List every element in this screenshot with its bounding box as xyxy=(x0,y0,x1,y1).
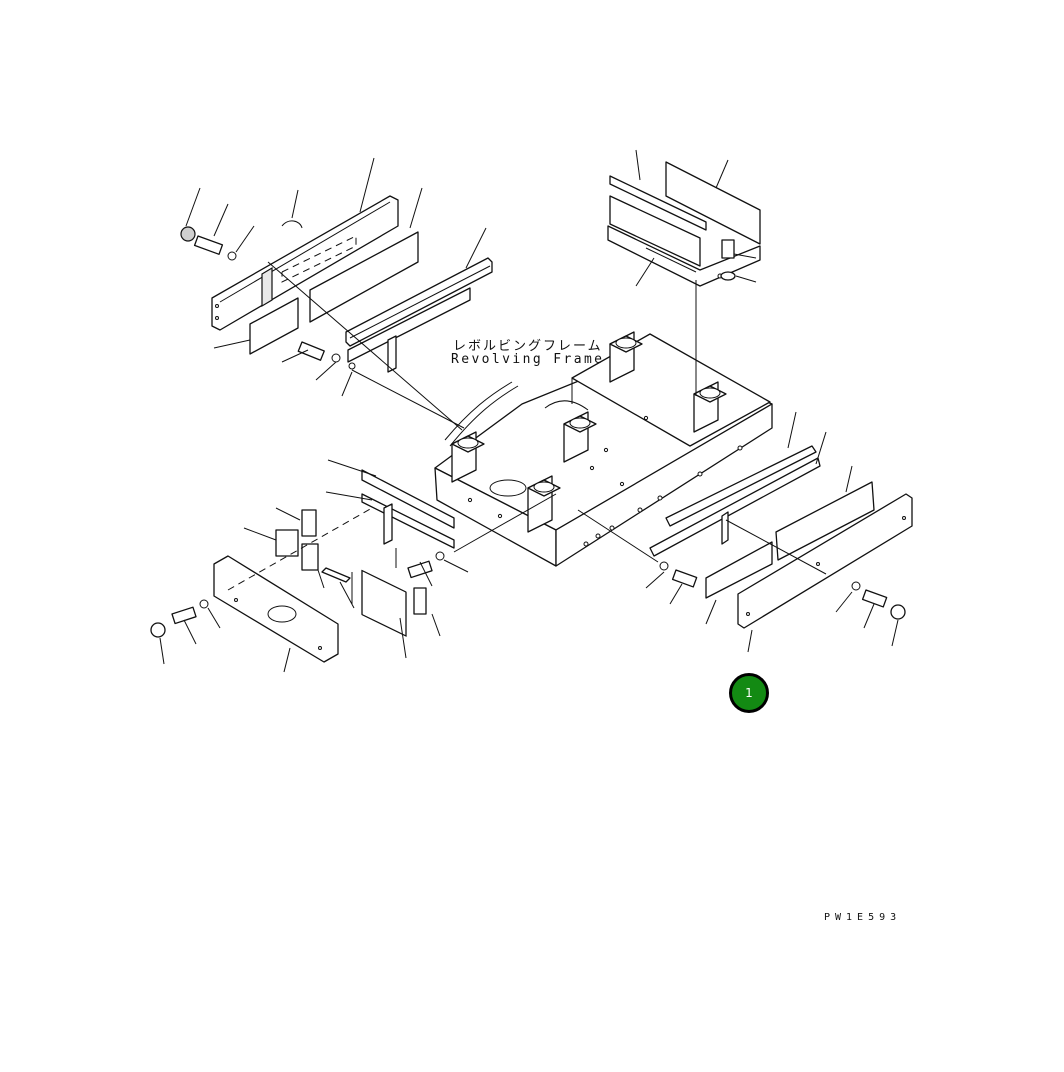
post-front-right xyxy=(527,475,561,533)
revolving-frame xyxy=(434,331,773,567)
post-rear-left xyxy=(609,331,643,383)
leader-lines xyxy=(159,149,899,673)
lower-right-cover-group xyxy=(649,445,913,629)
upper-right-cover-group xyxy=(607,161,761,287)
lower-left-cover-group xyxy=(150,469,455,663)
post-center xyxy=(563,411,597,463)
drawing-code: PW1E593 xyxy=(824,912,902,923)
post-rear-right xyxy=(693,381,727,433)
post-front-left xyxy=(451,431,485,483)
frame-label-english: Revolving Frame xyxy=(451,352,605,367)
callout-badge-1[interactable]: 1 xyxy=(729,673,769,713)
upper-left-cover-group xyxy=(180,195,493,373)
frame-label-japanese: レボルビングフレーム xyxy=(453,339,603,354)
